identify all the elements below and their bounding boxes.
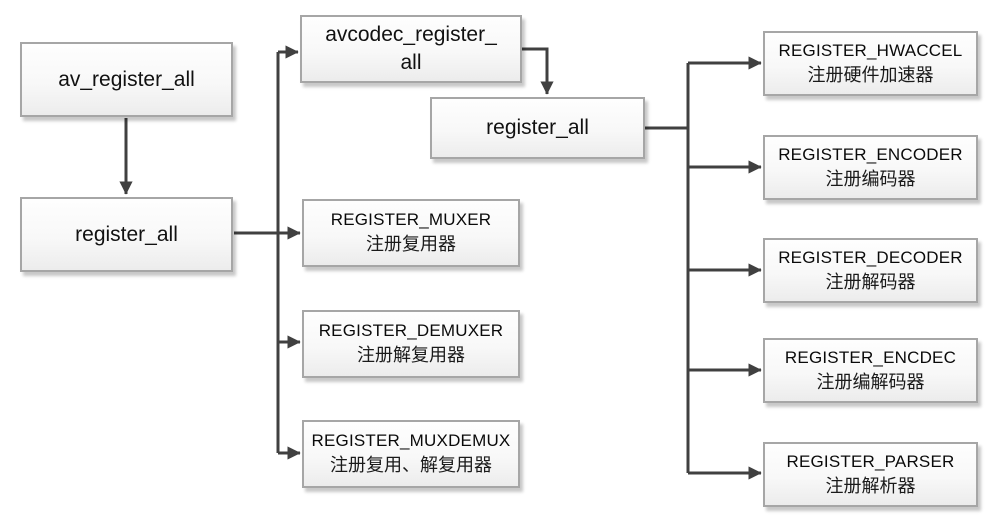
node-register-hwaccel: REGISTER_HWACCEL 注册硬件加速器 bbox=[763, 31, 978, 96]
edge-avcodec-to-registerall bbox=[522, 47, 554, 95]
node-register-hwaccel-title: REGISTER_HWACCEL bbox=[778, 40, 963, 60]
node-register-parser-subtitle: 注册解析器 bbox=[825, 475, 916, 497]
node-register-demuxer-title: REGISTER_DEMUXER bbox=[318, 321, 504, 340]
edge-registerall-codec-trunk bbox=[645, 63, 690, 473]
node-register-encoder-title: REGISTER_ENCODER bbox=[778, 144, 963, 164]
node-av-register-all: av_register_all bbox=[20, 42, 233, 117]
node-register-decoder-subtitle: 注册解码器 bbox=[825, 271, 916, 293]
node-register-muxdemux-title: REGISTER_MUXDEMUX bbox=[311, 431, 511, 450]
node-register-demuxer: REGISTER_DEMUXER 注册解复用器 bbox=[302, 310, 520, 378]
node-avcodec-register-all: avcodec_register_all bbox=[300, 15, 522, 83]
node-register-hwaccel-subtitle: 注册硬件加速器 bbox=[807, 64, 934, 86]
node-register-all-codec-label: register_all bbox=[486, 116, 589, 139]
node-register-encdec-title: REGISTER_ENCDEC bbox=[784, 347, 957, 367]
node-register-encdec: REGISTER_ENCDEC 注册编解码器 bbox=[763, 338, 978, 403]
node-register-muxdemux: REGISTER_MUXDEMUX 注册复用、解复用器 bbox=[302, 420, 520, 488]
node-register-demuxer-subtitle: 注册解复用器 bbox=[357, 345, 465, 366]
node-register-muxer-title: REGISTER_MUXER bbox=[330, 210, 492, 229]
node-register-encoder: REGISTER_ENCODER 注册编码器 bbox=[763, 135, 978, 200]
node-register-decoder-title: REGISTER_DECODER bbox=[778, 247, 963, 267]
node-register-muxer-subtitle: 注册复用器 bbox=[366, 234, 456, 255]
node-register-all-main: register_all bbox=[20, 197, 233, 272]
node-av-register-all-label: av_register_all bbox=[58, 67, 195, 91]
node-register-parser: REGISTER_PARSER 注册解析器 bbox=[763, 442, 978, 507]
node-register-muxer: REGISTER_MUXER 注册复用器 bbox=[302, 199, 520, 267]
node-register-decoder: REGISTER_DECODER 注册解码器 bbox=[763, 238, 978, 303]
node-register-muxdemux-subtitle: 注册复用、解复用器 bbox=[330, 455, 492, 476]
node-register-encdec-subtitle: 注册编解码器 bbox=[816, 371, 925, 393]
edge-registerall-trunk bbox=[234, 52, 280, 453]
node-register-all-codec: register_all bbox=[430, 97, 645, 159]
node-register-encoder-subtitle: 注册编码器 bbox=[825, 168, 916, 190]
node-register-all-main-label: register_all bbox=[75, 222, 178, 246]
node-avcodec-register-all-label: avcodec_register_all bbox=[325, 23, 497, 74]
node-register-parser-title: REGISTER_PARSER bbox=[786, 451, 955, 471]
